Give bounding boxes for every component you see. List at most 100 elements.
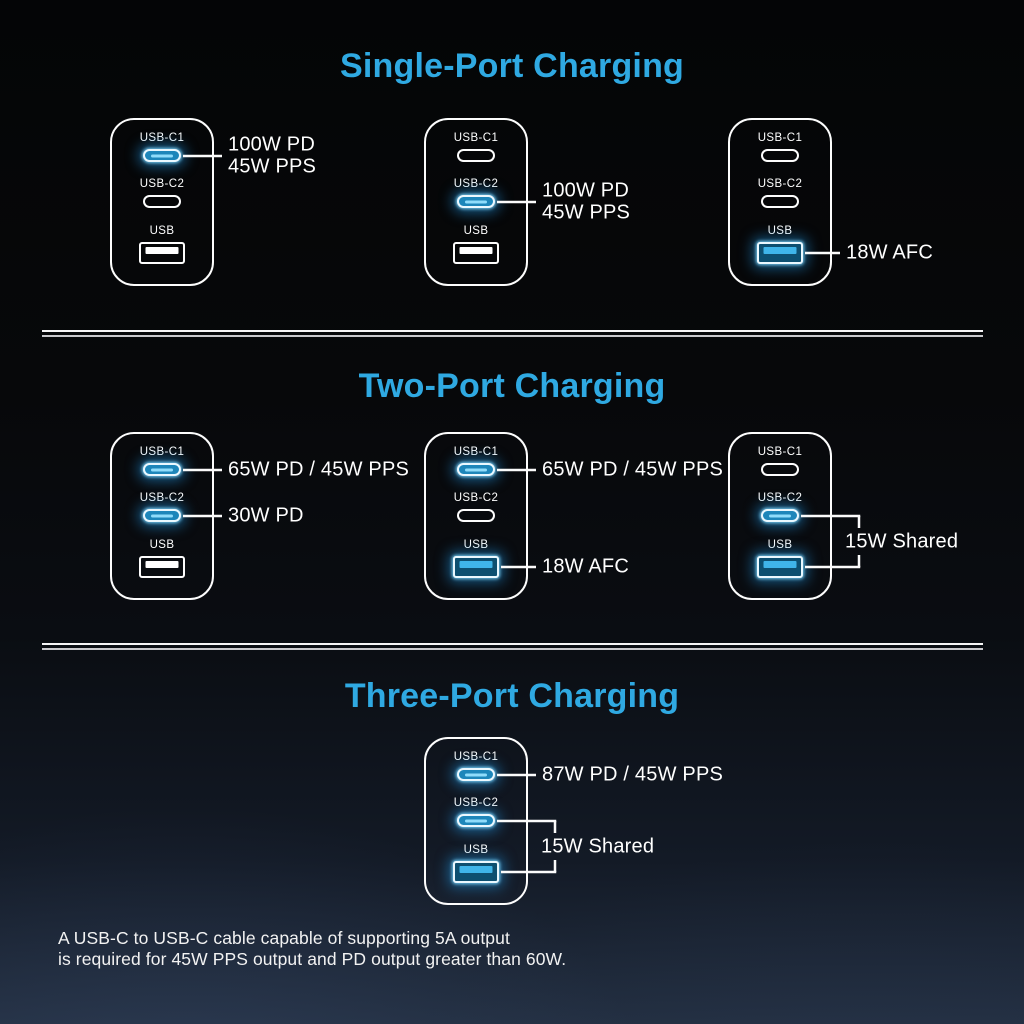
usb-c2-label: USB-C2 (453, 797, 499, 809)
usb-a-tongue (763, 246, 797, 254)
usb-c1-port (761, 463, 799, 476)
usb-c2-port-group: USB-C2 (426, 177, 526, 208)
usb-label: USB (463, 224, 489, 237)
usb-c-pin (465, 773, 487, 776)
usb-c1-port-group: USB-C1 (426, 445, 526, 476)
spec-callout-label: 65W PD / 45W PPS (228, 458, 410, 481)
usb-c2-port (761, 195, 799, 208)
usb-port-group: USB (112, 224, 212, 264)
usb-c2-port-group: USB-C2 (426, 491, 526, 522)
usb-c1-label: USB-C1 (139, 132, 185, 144)
usb-c1-port-group: USB-C1 (426, 750, 526, 781)
usb-c-pin (465, 819, 487, 822)
spec-callout-label: 30W PD (228, 504, 304, 527)
usb-c2-label: USB-C2 (453, 178, 499, 190)
shared-spec-callout-label: 15W Shared (541, 834, 655, 857)
usb-port-group: USB (426, 224, 526, 264)
usb-label: USB (767, 224, 793, 237)
usb-c-pin (151, 154, 173, 157)
usb-c2-port-group: USB-C2 (730, 491, 830, 522)
footer-note-line1: A USB-C to USB-C cable capable of suppor… (58, 928, 510, 948)
usb-c2-label: USB-C2 (453, 492, 499, 504)
usb-c-pin (151, 468, 173, 471)
section-title-three-port: Three-Port Charging (344, 677, 680, 715)
usb-a-tongue (145, 560, 179, 568)
usb-c-pin (465, 468, 487, 471)
usb-label: USB (149, 224, 175, 237)
usb-c1-port-group: USB-C1 (426, 131, 526, 162)
usb-port (139, 555, 185, 578)
usb-c1-label: USB-C1 (139, 446, 185, 458)
usb-port (453, 241, 499, 264)
section-divider (42, 330, 983, 337)
spec-callout-label: 87W PD / 45W PPS (542, 763, 724, 786)
usb-label: USB (463, 843, 489, 856)
usb-c2-port (143, 195, 181, 208)
usb-port-group: USB (426, 843, 526, 883)
spec-callout-label: 18W AFC (542, 555, 629, 578)
usb-c1-port-active (457, 463, 495, 476)
usb-c1-port-active (143, 149, 181, 162)
usb-c2-port-group: USB-C2 (426, 796, 526, 827)
usb-port-group: USB (426, 538, 526, 578)
usb-c1-port (457, 149, 495, 162)
usb-c1-port-active (143, 463, 181, 476)
footer-note-line2: is required for 45W PPS output and PD ou… (58, 948, 567, 969)
usb-c2-label: USB-C2 (757, 178, 803, 190)
spec-callout-label: 100W PD 45W PPS (228, 133, 317, 177)
usb-c1-label: USB-C1 (453, 751, 499, 763)
usb-c1-port-group: USB-C1 (730, 131, 830, 162)
usb-c1-port-group: USB-C1 (112, 445, 212, 476)
usb-c2-port-group: USB-C2 (730, 177, 830, 208)
section-divider (42, 643, 983, 650)
usb-c-pin (465, 200, 487, 203)
usb-a-tongue (459, 865, 493, 873)
section-title-single-port: Single-Port Charging (340, 47, 684, 85)
usb-c1-label: USB-C1 (453, 132, 499, 144)
usb-c2-port-active (761, 509, 799, 522)
usb-c2-port-group: USB-C2 (112, 177, 212, 208)
usb-c-pin (769, 514, 791, 517)
usb-label: USB (767, 538, 793, 551)
usb-c-pin (151, 514, 173, 517)
usb-port-group: USB (730, 224, 830, 264)
usb-a-tongue (763, 560, 797, 568)
usb-c2-label: USB-C2 (757, 492, 803, 504)
usb-c2-label: USB-C2 (139, 492, 185, 504)
usb-port-active (757, 555, 803, 578)
shared-spec-callout-label: 15W Shared (845, 529, 959, 552)
usb-a-tongue (459, 246, 493, 254)
usb-port-group: USB (112, 538, 212, 578)
usb-c1-label: USB-C1 (757, 446, 803, 458)
spec-callout-label: 18W AFC (846, 241, 933, 264)
usb-c2-label: USB-C2 (139, 178, 185, 190)
usb-c1-port-active (457, 768, 495, 781)
usb-label: USB (463, 538, 489, 551)
usb-c1-port-group: USB-C1 (112, 131, 212, 162)
usb-c2-port-active (457, 195, 495, 208)
usb-port-active (757, 241, 803, 264)
section-title-two-port: Two-Port Charging (358, 367, 666, 405)
spec-callout-label: 65W PD / 45W PPS (542, 458, 724, 481)
usb-c1-label: USB-C1 (453, 446, 499, 458)
usb-port-active (453, 860, 499, 883)
footer-note: A USB-C to USB-C cable capable of suppor… (58, 928, 566, 969)
spec-callout-label: 100W PD 45W PPS (542, 179, 631, 223)
usb-label: USB (149, 538, 175, 551)
usb-a-tongue (145, 246, 179, 254)
usb-c2-port (457, 509, 495, 522)
usb-port-active (453, 555, 499, 578)
usb-c1-port-group: USB-C1 (730, 445, 830, 476)
usb-c1-port (761, 149, 799, 162)
usb-a-tongue (459, 560, 493, 568)
usb-c2-port-active (457, 814, 495, 827)
usb-c2-port-group: USB-C2 (112, 491, 212, 522)
usb-port (139, 241, 185, 264)
